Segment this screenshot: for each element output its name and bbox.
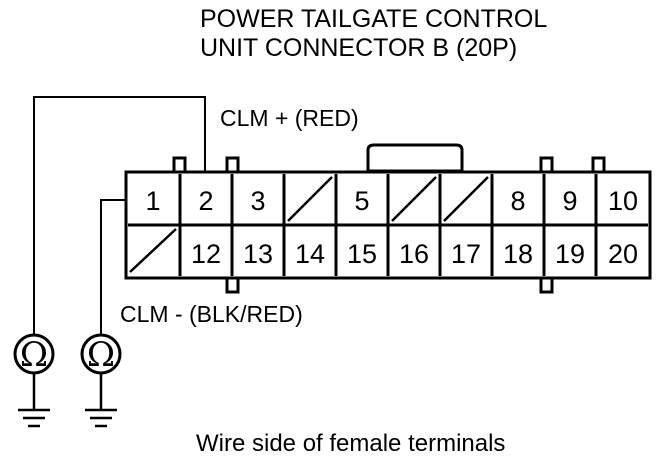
key-nub: [539, 156, 554, 174]
clm-minus-wire: [100, 199, 126, 336]
key-nub: [225, 156, 240, 174]
pin-3: 3: [250, 186, 265, 216]
ohmmeter-icon: Ω: [80, 333, 122, 375]
key-nub: [591, 156, 606, 174]
ground-icon: [85, 373, 117, 428]
clm-plus-label: CLM + (RED): [220, 105, 359, 131]
key-nub: [539, 276, 554, 294]
unused-cavity-slash: [443, 176, 489, 222]
pin-1: 1: [145, 186, 160, 216]
clm-plus-wire: [33, 96, 206, 336]
key-nub: [172, 156, 187, 174]
unused-cavity-slash: [287, 176, 333, 222]
lock-tab: [366, 143, 464, 173]
pin-19: 19: [555, 239, 585, 269]
pin-14: 14: [295, 239, 325, 269]
clm-minus-label: CLM - (BLK/RED): [120, 301, 303, 327]
pin-15: 15: [347, 239, 377, 269]
pin-9: 9: [562, 186, 577, 216]
pin-16: 16: [399, 239, 429, 269]
wires: [33, 96, 206, 336]
pin-13: 13: [243, 239, 273, 269]
title-line-1: POWER TAILGATE CONTROL: [200, 5, 547, 33]
pin-2: 2: [198, 186, 213, 216]
pin-10: 10: [608, 186, 638, 216]
ground-icon: [18, 373, 50, 428]
pin-18: 18: [503, 239, 533, 269]
pin-12: 12: [191, 239, 221, 269]
unused-cavity-slash: [129, 228, 177, 273]
caption: Wire side of female terminals: [196, 430, 505, 457]
pin-17: 17: [451, 239, 481, 269]
pin-20: 20: [608, 239, 638, 269]
title-line-2: UNIT CONNECTOR B (20P): [200, 34, 517, 62]
ohm-symbol: Ω: [20, 335, 48, 375]
pin-numbers: 1 2 3 5 8 9 10 12 13 14 15 16 17 18 19 2…: [145, 186, 638, 269]
pin-8: 8: [510, 186, 525, 216]
key-nub: [225, 276, 240, 294]
unused-cavity-slash: [391, 176, 437, 222]
pin-5: 5: [354, 186, 369, 216]
ohmmeter-icon: Ω: [13, 333, 55, 375]
connector-b: [124, 143, 652, 294]
ohm-symbol: Ω: [87, 335, 115, 375]
